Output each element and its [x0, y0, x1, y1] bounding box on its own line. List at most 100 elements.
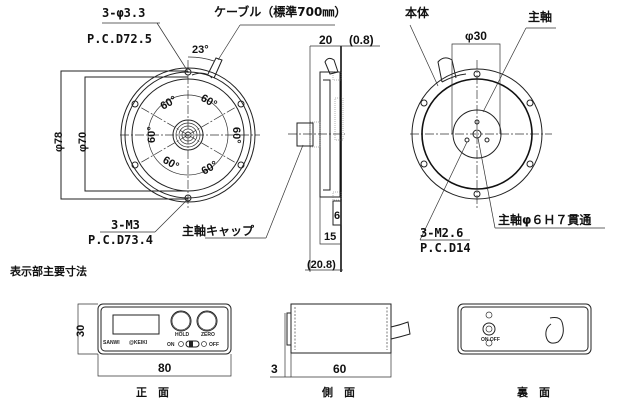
display-side-body	[290, 303, 392, 354]
display-back-view: ON OFF 裏 面	[457, 303, 592, 399]
rear-inner-ring	[421, 78, 533, 190]
angle-label-r: 60°	[230, 127, 242, 144]
cap-leader	[265, 144, 304, 239]
front-hole-bottom	[184, 194, 192, 202]
rear-shaft-hole	[472, 129, 482, 139]
dim-display-30: 30	[75, 325, 87, 337]
rear-cable-boss	[441, 73, 467, 83]
front-hub-center	[184, 131, 192, 139]
dim-display-80: 80	[158, 361, 172, 375]
power-switch-knob	[189, 341, 193, 347]
side-body-inner	[323, 79, 331, 191]
dim-15: 15	[324, 231, 336, 243]
brand-right: @KEIKI	[129, 340, 148, 346]
angle-arc-23	[187, 56, 215, 62]
rear-hole-lr	[526, 160, 534, 168]
front-cable-boss	[191, 72, 213, 79]
rear-screw-top	[474, 119, 480, 125]
rear-hole-top	[473, 70, 481, 78]
lcd-window	[112, 314, 160, 335]
display-section-title: 表示部主要寸法	[9, 264, 87, 278]
front-hub-ring	[175, 122, 201, 148]
dim-6-box	[332, 200, 342, 226]
cap-label: 主軸キャップ	[182, 223, 255, 238]
display-back-inner	[460, 306, 589, 352]
display-side-cable	[390, 321, 411, 340]
dim-30: φ30	[465, 29, 487, 43]
side-view: 20 (0.8) 6 15 (20.8) 主軸キャップ	[182, 33, 380, 272]
screw-spec-label: 3-M3	[111, 218, 140, 232]
rear-hole-ur	[526, 99, 534, 107]
through-leader	[477, 137, 496, 229]
rear-cable	[437, 57, 457, 83]
dim-3: 3	[271, 362, 278, 376]
shaft-label: 主軸	[528, 9, 552, 24]
front-hub-ring2	[178, 125, 198, 145]
dim-inner-diameter-line	[84, 76, 188, 192]
m26-leader	[419, 141, 468, 241]
side-caption: 側 面	[321, 385, 355, 399]
hole-spec-label: 3-φ3.3	[102, 6, 145, 20]
back-cable-grommet	[545, 317, 564, 344]
side-shaft-cap	[296, 122, 314, 147]
leader-hole-spec	[156, 22, 188, 71]
rear-outer-ring	[411, 68, 543, 200]
m26-label: 3-M2.6	[420, 226, 463, 240]
cable-leader	[217, 24, 241, 61]
m26-pcd-label: P.C.D14	[420, 241, 471, 255]
zero-label: ZERO	[201, 332, 215, 338]
display-side-front-lip	[286, 312, 292, 346]
display-front-inner	[100, 306, 229, 352]
shaft-leader	[482, 27, 527, 113]
back-led-bottom	[485, 339, 493, 347]
zero-button	[196, 310, 218, 332]
through-hole-label: 主軸φ６Ｈ７貫通	[498, 212, 591, 227]
screw-pcd-label: P.C.D73.4	[88, 233, 153, 247]
hold-button	[170, 310, 192, 332]
body-leader	[409, 24, 439, 87]
back-jack	[482, 322, 496, 336]
display-back-outer	[457, 303, 592, 355]
switch-off-label: OFF	[209, 342, 219, 348]
body-label: 本体	[405, 5, 430, 20]
leader-screw	[154, 199, 188, 233]
front-ring-2	[124, 71, 252, 199]
dim-15-line	[319, 197, 341, 245]
dim-inner-diameter: φ70	[77, 132, 89, 152]
hold-label: HOLD	[175, 332, 190, 338]
rear-screw-right	[484, 137, 490, 143]
dim-60: 60	[333, 362, 347, 376]
rear-screw-left	[464, 137, 470, 143]
switch-led-right	[201, 341, 207, 347]
angle-label-lr: 60°	[200, 159, 220, 178]
dim-20-8: (20.8)	[307, 259, 336, 271]
front-hole-ll	[131, 161, 139, 169]
side-hub-hatch	[309, 121, 321, 148]
back-jack-label: ON OFF	[481, 337, 500, 343]
dim-20: 20	[319, 33, 333, 47]
display-front-outer	[97, 303, 232, 355]
switch-led-left	[178, 341, 184, 347]
dim-outer-diameter: φ78	[53, 132, 65, 152]
front-hole-top	[184, 68, 192, 76]
switch-on-label: ON	[167, 342, 175, 348]
dim-display-30-line	[77, 303, 98, 355]
hole-pcd-label: P.C.D72.5	[87, 32, 152, 46]
dim-60-line	[290, 353, 392, 378]
display-side-view: 3 60 側 面	[270, 303, 411, 399]
front-ring-4	[147, 94, 229, 176]
front-outer-ring	[120, 67, 256, 203]
front-hole-ur	[237, 100, 245, 108]
front-caption: 正 面	[136, 386, 169, 399]
front-radial-lines	[139, 106, 237, 164]
cable-label: ケーブル（標準700㎜）	[214, 4, 346, 19]
front-hole-lr	[237, 161, 245, 169]
side-inner-hatch	[334, 97, 344, 141]
angle-label-ll: 60°	[161, 154, 181, 173]
angle-label-l: 60°	[146, 126, 158, 143]
hold-button-inner	[171, 311, 191, 331]
zero-button-inner	[197, 311, 217, 331]
back-led-top	[485, 311, 493, 319]
brand-left: SANWI	[103, 340, 120, 346]
